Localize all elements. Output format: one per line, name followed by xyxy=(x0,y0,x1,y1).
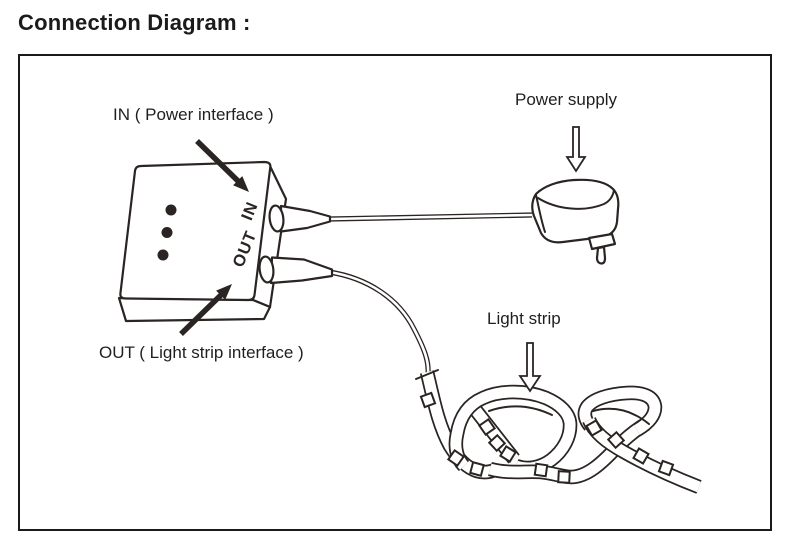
led-dot xyxy=(161,227,173,238)
power-adapter-plug-prong xyxy=(595,245,607,265)
power-adapter-body xyxy=(531,178,620,244)
led-chip xyxy=(487,433,507,453)
led-chip xyxy=(533,462,549,478)
led-chip xyxy=(499,445,517,463)
led-dot xyxy=(157,249,169,261)
led-chip xyxy=(632,447,650,465)
led-chip xyxy=(477,417,497,437)
led-chip xyxy=(469,461,485,477)
power-supply-pointer-arrow xyxy=(565,126,587,173)
led-dot xyxy=(165,204,177,216)
power-adapter-left-facet xyxy=(535,194,546,233)
light-strip-pointer-arrow xyxy=(518,342,542,393)
power-cable xyxy=(279,204,533,233)
in-cable-connector xyxy=(279,204,332,233)
in-port xyxy=(268,204,285,233)
out-callout-arrow xyxy=(179,284,232,336)
in-interface-callout-label: IN ( Power interface ) xyxy=(113,105,274,124)
led-chips xyxy=(419,391,675,484)
led-chip xyxy=(606,430,626,450)
controller-led-dots xyxy=(157,204,177,261)
strip-cable xyxy=(269,256,431,375)
power-supply-label: Power supply xyxy=(515,90,618,109)
strip-start-cap xyxy=(415,369,439,380)
strip-twist-edge xyxy=(592,407,650,425)
page-title: Connection Diagram : xyxy=(18,10,251,35)
power-adapter-face-line xyxy=(537,189,615,210)
led-strip xyxy=(415,369,702,494)
out-interface-callout-label: OUT ( Light strip interface ) xyxy=(99,343,304,362)
led-chip xyxy=(557,470,571,484)
led-chip xyxy=(446,448,466,468)
controller-box: IN OUT xyxy=(117,160,288,323)
controller-port-in-label: IN xyxy=(238,199,262,223)
in-callout-arrow xyxy=(195,139,249,192)
power-adapter xyxy=(531,178,620,265)
strip-twist-edge xyxy=(488,405,553,416)
led-chip xyxy=(657,459,675,477)
power-adapter-plug-base xyxy=(587,232,617,251)
led-chip xyxy=(419,391,437,409)
led-chip xyxy=(585,419,603,437)
light-strip-label: Light strip xyxy=(487,309,561,328)
controller-top-face xyxy=(119,160,272,302)
out-cable-connector xyxy=(269,256,334,285)
out-port xyxy=(258,255,275,284)
